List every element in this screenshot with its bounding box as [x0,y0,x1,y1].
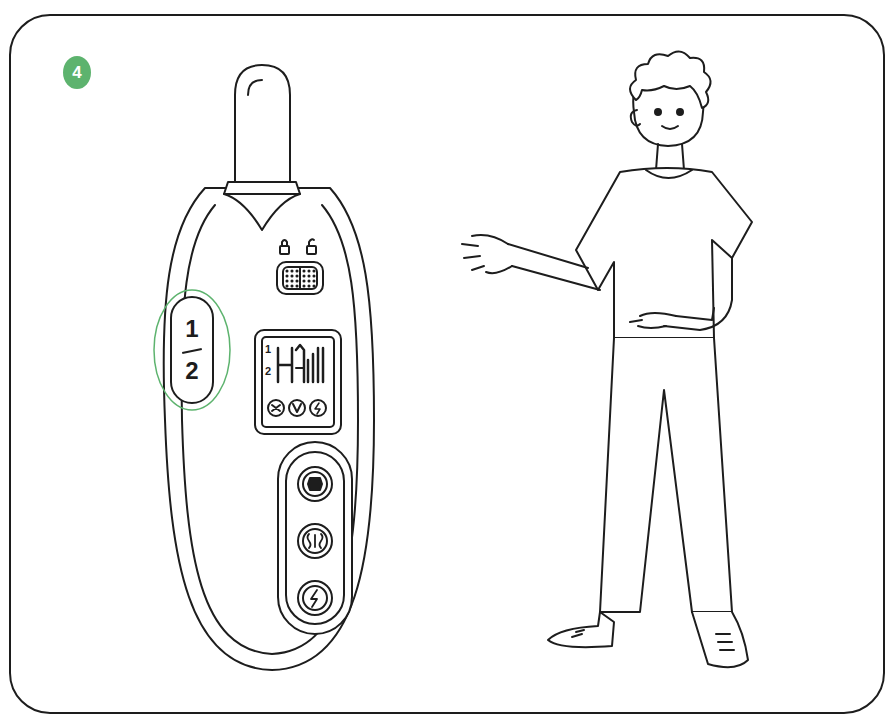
remote-body-part [224,182,300,230]
speaker-grille-part-part [291,280,293,282]
lcd-screen-part [272,405,280,411]
tone-button-part [298,467,332,501]
speaker-grille-part-part [303,270,305,272]
remote-body-part [164,188,374,670]
speaker-grille-part-part [291,270,293,272]
person-figure-part [631,110,640,126]
person-figure-part [664,258,732,330]
lock-icons-part [280,246,289,254]
person-figure-part [655,109,661,115]
lock-icons-part [309,239,314,246]
person-figure-part [572,630,734,650]
lcd-screen-part [296,367,304,369]
lcd-screen-part [310,400,326,416]
speaker-grille-part-part [291,275,293,277]
speaker-grille-part-part [286,275,288,277]
button-panel [278,442,352,634]
lock-icons-part [307,246,316,254]
speaker-grille-part-part [303,280,305,282]
side-button-highlight-part [154,290,230,410]
person-figure-part [548,612,614,647]
callout-number: 4 [72,64,81,81]
callout-circle: 4 [63,56,91,89]
lcd-screen-part [315,403,320,414]
tone-button-part [303,472,327,496]
speaker-grille-part-part [296,275,298,277]
person-figure-part [692,612,748,667]
button-panel-part [286,452,344,624]
remote-antenna-part [235,65,290,182]
frame [10,15,884,713]
screen-channel-number: 1 [265,344,271,355]
speaker-grille-part-part [308,275,310,277]
speaker-grille-part [277,262,323,294]
speaker-grille-part-part [313,280,315,282]
lcd-screen-part [289,400,305,416]
speaker-grille-part-part [291,285,293,287]
channel-button: 12 [170,296,214,404]
lcd-screen-part [262,337,334,427]
remote-body-part [182,205,358,654]
tone-button-part [308,478,322,490]
lcd-screen-part [278,345,323,382]
vibration-button-part [308,534,323,548]
speaker-grille-part-part [286,270,288,272]
side-button-highlight [154,290,230,410]
speaker-grille-part-part [303,285,305,287]
speaker-grille-part-part [296,280,298,282]
channel-number: 2 [185,359,198,383]
person-figure-part [508,244,600,290]
person-figure-part [630,51,711,108]
lcd-screen [255,330,341,434]
lcd-screen-part [293,404,301,412]
speaker-grille-part-part [308,280,310,282]
frame-part [10,15,884,713]
speaker-grille-part [299,267,301,289]
person-figure [462,51,752,667]
divider-line [182,348,202,354]
remote-antenna [235,65,290,182]
speaker-grille-part-part [308,285,310,287]
lcd-screen-part [268,400,284,416]
speaker-grille-part-part [303,275,305,277]
speaker-grille-part-part [296,270,298,272]
lock-icons-part [282,240,287,246]
speaker-grille-part-part [286,280,288,282]
speaker-grille-part-part [286,285,288,287]
person-figure-part [462,235,512,273]
remote-body-part [224,193,300,195]
vibration-button [298,524,332,558]
shock-button-part [298,581,332,615]
shock-button [298,581,332,615]
speaker-grille-part-part [313,275,315,277]
speaker-grille-part-part [296,285,298,287]
speaker-grille-part-part [313,270,315,272]
person-figure-part [677,109,683,115]
shock-button-part [303,586,327,610]
shock-button-part [311,590,317,607]
lcd-screen-part [255,330,341,434]
remote-body [164,182,374,670]
remote-antenna-part [248,80,262,95]
person-figure-part [600,338,732,612]
person-figure-part [662,126,678,129]
vibration-button-part [298,524,332,558]
person-figure-part [646,170,692,178]
channel-number: 1 [185,317,198,341]
lock-icons [280,239,316,254]
speaker-grille-part-part [313,285,315,287]
speaker-grille [277,262,323,294]
person-figure-part [630,313,676,328]
tone-button [298,467,332,501]
person-figure-part [576,168,752,338]
speaker-grille-part [283,267,317,289]
vibration-button-part [303,529,327,553]
person-figure-part [656,144,684,170]
speaker-grille-part-part [308,270,310,272]
button-panel-part [278,442,352,634]
screen-channel-number: 2 [265,366,271,377]
